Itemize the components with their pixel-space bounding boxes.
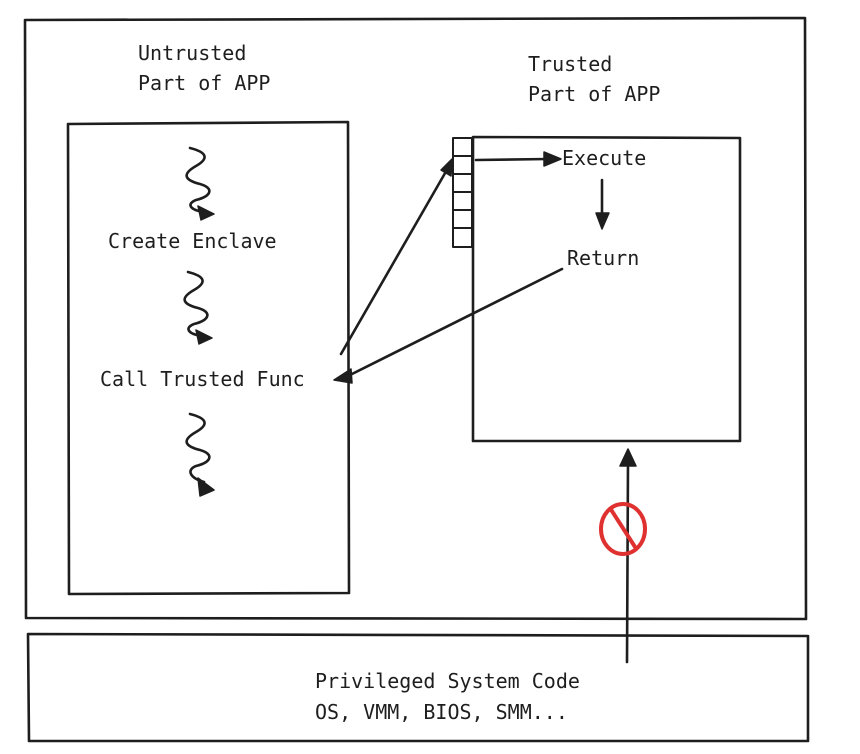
execute-to-return-arrow <box>595 178 610 230</box>
return-arrow <box>333 267 564 384</box>
privileged-system-box <box>26 632 810 743</box>
application-box <box>23 16 808 621</box>
blocked-access-arrow <box>619 448 637 664</box>
privileged-code-line-2: OS, VMM, BIOS, SMM... <box>315 700 568 724</box>
trusted-title-line-1: Trusted <box>528 52 612 76</box>
squiggle-arrow-3 <box>185 412 215 497</box>
untrusted-title-line-1: Untrusted <box>138 41 246 65</box>
call-arrow <box>339 158 453 356</box>
squiggle-arrow-1 <box>185 146 215 221</box>
call-trusted-func-label: Call Trusted Func <box>100 367 305 391</box>
entry-to-execute-arrow <box>474 151 562 167</box>
prohibited-icon <box>599 502 647 556</box>
execute-label: Execute <box>562 146 646 170</box>
untrusted-title-line-2: Part of APP <box>138 71 270 95</box>
create-enclave-label: Create Enclave <box>108 229 277 253</box>
trusted-title-line-2: Part of APP <box>528 82 660 106</box>
return-label: Return <box>567 246 639 270</box>
privileged-code-line-1: Privileged System Code <box>315 669 580 693</box>
trusted-enclave-box <box>471 135 742 443</box>
entry-point-table <box>452 137 473 248</box>
untrusted-box <box>66 120 351 596</box>
squiggle-arrow-2 <box>183 270 213 345</box>
